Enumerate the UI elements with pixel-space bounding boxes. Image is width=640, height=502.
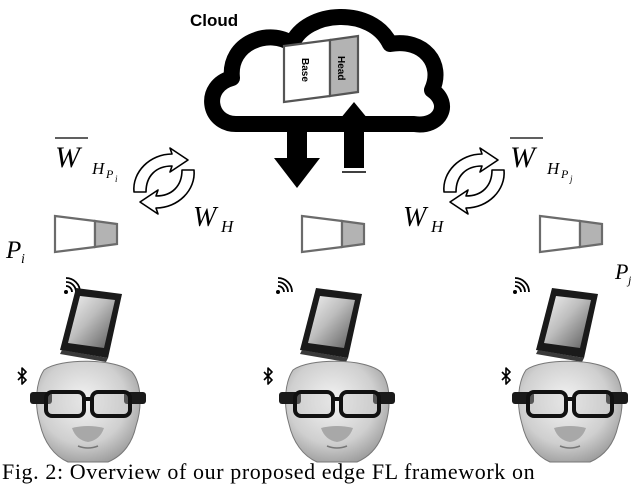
cloud-label: Cloud	[190, 11, 238, 30]
bluetooth-icon	[501, 367, 511, 385]
bluetooth-icon	[17, 367, 27, 385]
svg-text:P: P	[105, 167, 114, 181]
smart-glasses-head-icon	[277, 359, 397, 464]
wifi-icon	[512, 277, 530, 295]
upload-arrow-icon	[331, 102, 377, 173]
sync-arrows-icon	[443, 147, 505, 215]
smartphone-icon	[300, 288, 362, 362]
right-model	[538, 214, 604, 254]
sync-arrows-icon	[133, 147, 195, 215]
svg-text:H: H	[220, 217, 235, 236]
figure-caption: Fig. 2: Overview of our proposed edge FL…	[2, 459, 536, 484]
svg-text:H: H	[546, 159, 561, 178]
left-weight-up-label: W H	[193, 202, 235, 236]
svg-text:j: j	[626, 273, 632, 287]
center-model	[300, 214, 366, 254]
smartphone-icon	[536, 288, 598, 362]
base-label: Base	[299, 58, 310, 82]
left-weight-down-label: W H P i	[55, 137, 118, 184]
svg-text:P: P	[5, 237, 21, 264]
smart-glasses-head-icon	[510, 359, 630, 464]
cloud-model: Base Head	[282, 34, 360, 104]
svg-text:H: H	[430, 217, 445, 236]
left-party-label: P i	[5, 237, 25, 267]
left-model	[53, 214, 119, 254]
svg-text:j: j	[569, 174, 573, 184]
bluetooth-icon	[263, 367, 273, 385]
smart-glasses-head-icon	[28, 359, 148, 464]
smartphone-icon	[60, 288, 122, 362]
svg-text:P: P	[560, 167, 569, 181]
head-label: Head	[335, 56, 346, 80]
right-weight-down-label: W H P j	[510, 137, 573, 184]
svg-text:W: W	[55, 141, 83, 174]
svg-text:P: P	[614, 259, 628, 284]
head-block	[328, 34, 360, 98]
wifi-icon	[275, 277, 293, 295]
right-party-label: P j	[614, 259, 632, 287]
svg-text:i: i	[115, 174, 118, 184]
svg-text:i: i	[21, 252, 25, 267]
svg-text:W: W	[510, 141, 538, 174]
right-weight-up-label: W H	[403, 202, 445, 236]
download-arrow-icon	[274, 119, 320, 188]
svg-text:W: W	[403, 202, 429, 233]
svg-text:W: W	[193, 202, 219, 233]
svg-text:H: H	[91, 159, 106, 178]
